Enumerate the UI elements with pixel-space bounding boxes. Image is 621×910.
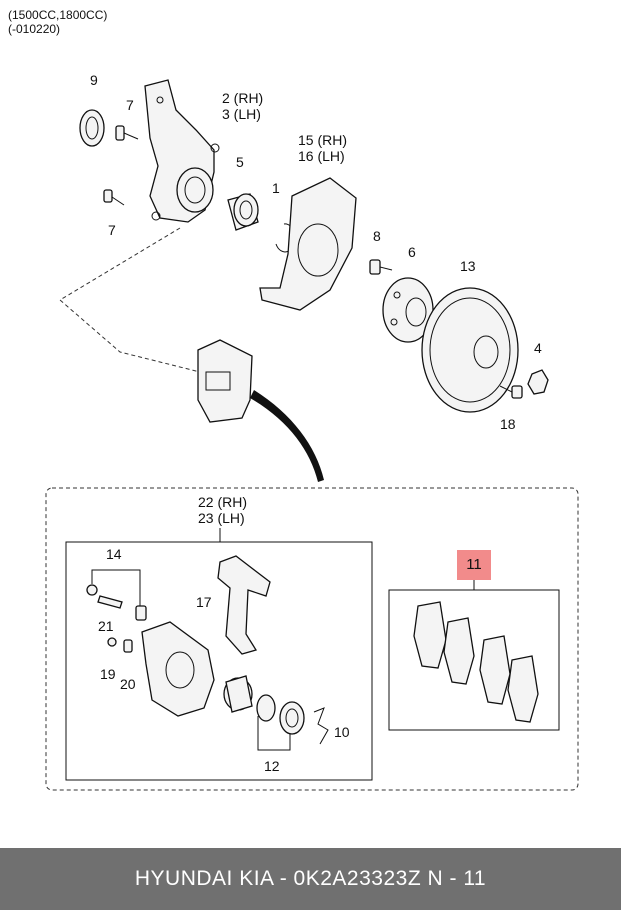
callout-6: 6 <box>408 244 416 260</box>
nut-part <box>527 369 549 395</box>
clip-part <box>313 707 329 745</box>
leader-14 <box>91 569 141 606</box>
caliper-body-part <box>141 621 215 717</box>
callout-2: 2 (RH) <box>222 90 264 106</box>
caliper-mounted-part <box>197 339 253 423</box>
callout-8: 8 <box>373 228 381 244</box>
hub-bolt-part <box>369 259 393 275</box>
parts-diagram <box>45 79 579 791</box>
brake-disc-part <box>421 287 519 413</box>
header-date-spec: (-010220) <box>8 22 61 36</box>
callout-14: 14 <box>106 546 122 562</box>
disc-bolt-part <box>499 385 523 399</box>
footer-part-number: HYUNDAI KIA - 0K2A23323Z N - 11 <box>0 848 621 910</box>
dust-cover-part <box>259 177 357 311</box>
piston-part <box>223 675 253 713</box>
detail-outer-box <box>45 487 579 791</box>
header-engine-spec: (1500CC,1800CC) <box>8 8 108 22</box>
caliper-assembly-box <box>65 541 373 781</box>
callout-15: 15 (RH) <box>298 132 348 148</box>
callout-12: 12 <box>264 758 280 774</box>
callout-13: 13 <box>460 258 476 274</box>
callout-9: 9 <box>90 72 98 88</box>
callout-4: 4 <box>534 340 542 356</box>
callout-19: 19 <box>100 666 116 682</box>
callout-3: 3 (LH) <box>222 106 261 122</box>
callout-23: 23 (LH) <box>198 510 245 526</box>
bearing-part <box>227 193 259 231</box>
leader-12 <box>257 716 291 751</box>
piston-seal-part <box>256 694 276 722</box>
detail-arrow <box>250 390 324 482</box>
callout-22: 22 (RH) <box>198 494 248 510</box>
callout-7-lower: 7 <box>108 222 116 238</box>
dust-boot-part <box>279 701 305 735</box>
callout-5: 5 <box>236 154 244 170</box>
leader-knuckle-caliper <box>59 227 201 373</box>
callout-17: 17 <box>196 594 212 610</box>
callout-11-highlight: 11 <box>457 550 491 580</box>
caliper-bracket-part <box>217 555 271 655</box>
oil-seal-part <box>79 109 105 147</box>
callout-16: 16 (LH) <box>298 148 345 164</box>
callout-21: 21 <box>98 618 114 634</box>
brake-pads-part <box>413 601 539 723</box>
knuckle-part <box>144 79 220 223</box>
callout-18: 18 <box>500 416 516 432</box>
callout-20: 20 <box>120 676 136 692</box>
callout-1: 1 <box>272 180 280 196</box>
bolt-lower-part <box>103 189 125 206</box>
callout-7-upper: 7 <box>126 97 134 113</box>
bolt-upper-part <box>115 125 139 141</box>
callout-10: 10 <box>334 724 350 740</box>
caliper-guide-pins <box>86 584 147 653</box>
